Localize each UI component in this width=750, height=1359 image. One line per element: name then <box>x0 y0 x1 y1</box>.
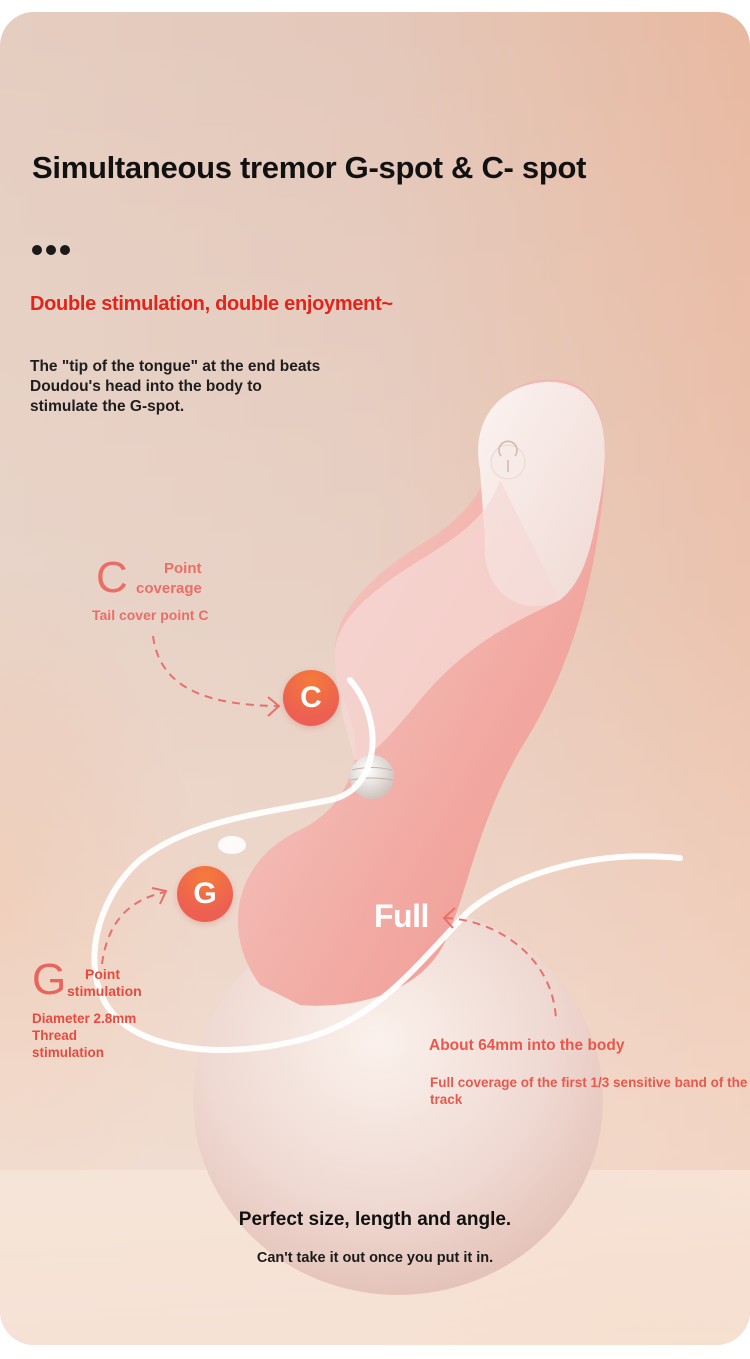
full-label: Full <box>374 898 429 934</box>
description: The "tip of the tongue" at the end beats… <box>30 358 321 415</box>
bead <box>350 755 394 799</box>
c-badge: C <box>283 670 339 726</box>
g-arrow <box>101 891 166 965</box>
g-badge: G <box>177 866 233 922</box>
g-sub-line3: stimulation <box>32 1045 105 1060</box>
track-curve <box>91 677 683 1053</box>
c-point-sub: Tail cover point C <box>92 607 209 623</box>
coverage-detail: Full coverage of the first 1/3 sensitive… <box>430 1075 748 1107</box>
g-label-line1: Point <box>85 966 120 982</box>
footer-tagline: Can't take it out once you put it in. <box>256 1250 494 1266</box>
g-label-line2: stimulation <box>67 983 142 999</box>
c-label-line2: coverage <box>136 580 202 597</box>
g-point-sub: Diameter 2.8mm Thread stimulation <box>32 1010 162 1061</box>
c-arrow <box>152 635 279 707</box>
page-title: Simultaneous tremor G-spot & C- spot <box>32 150 587 185</box>
c-letter: C <box>96 553 128 602</box>
subtitle: Double stimulation, double enjoyment~ <box>30 293 393 315</box>
footer-headline: Perfect size, length and angle. <box>238 1209 512 1230</box>
ellipsis-icon <box>32 245 70 255</box>
g-sub-line1: Diameter 2.8mm <box>32 1011 137 1026</box>
depth-label: About 64mm into the body <box>429 1037 625 1054</box>
full-arrow <box>444 917 557 1023</box>
g-letter: G <box>32 955 67 1004</box>
c-label-line1: Point <box>164 560 202 577</box>
power-icon[interactable] <box>490 440 526 480</box>
g-sub-line2: Thread <box>32 1028 78 1043</box>
